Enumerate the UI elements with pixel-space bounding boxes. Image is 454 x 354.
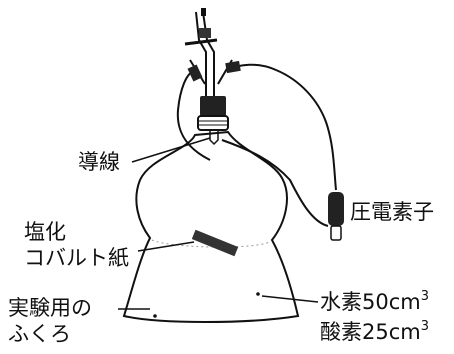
- cobalt-label-line1: 塩化: [24, 220, 66, 244]
- right-lead-wire: [225, 63, 337, 191]
- bag-label-line1: 実験用の: [8, 296, 92, 320]
- gas-point: [256, 292, 260, 296]
- electrode: [209, 130, 219, 146]
- piezo-label: 圧電素子: [350, 200, 434, 224]
- cobalt-leader-line: [137, 241, 195, 252]
- wire-label: 導線: [78, 150, 120, 174]
- wire-leader-line: [131, 137, 211, 163]
- rubber-stopper: [200, 96, 226, 116]
- stopper-neck: [197, 115, 229, 131]
- left-lead-wire: [176, 69, 211, 161]
- piezo-element: [328, 192, 344, 226]
- gas-leader-line: [261, 295, 319, 303]
- experiment-bag: [122, 130, 300, 323]
- bag-label-line2: ふくろ: [8, 322, 71, 346]
- hydrogen-text: 水素50cm: [320, 290, 421, 314]
- bag-point: [153, 314, 157, 318]
- glass-tube: [195, 11, 215, 96]
- oxygen-exponent: 3: [420, 319, 430, 334]
- oxygen-label: 酸素25cm3: [320, 320, 429, 344]
- hydrogen-label: 水素50cm3: [320, 290, 429, 314]
- cobalt-chloride-paper: [191, 229, 239, 257]
- hydrogen-exponent: 3: [420, 289, 430, 304]
- oxygen-text: 酸素25cm: [320, 320, 421, 344]
- cobalt-label-line2: コバルト紙: [24, 246, 129, 270]
